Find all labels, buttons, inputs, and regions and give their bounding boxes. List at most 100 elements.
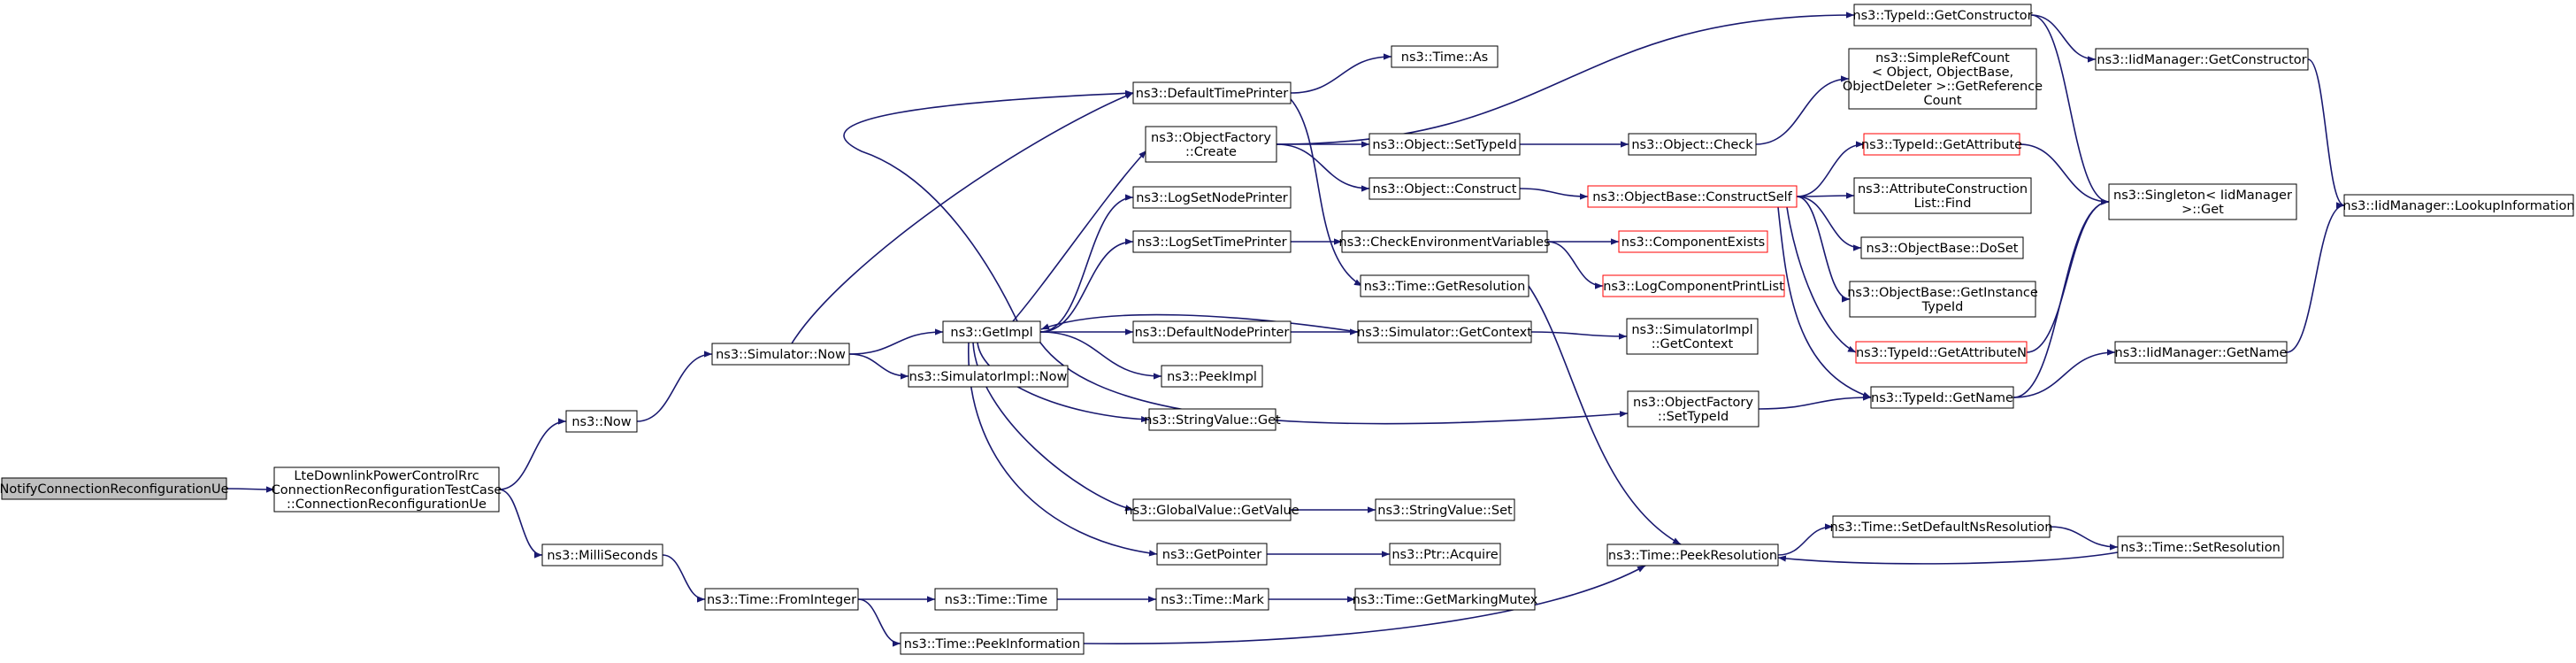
graph-node[interactable]: ns3::GlobalValue::GetValue: [1124, 498, 1300, 521]
call-edge: [1290, 98, 1363, 287]
call-edge: [1528, 285, 1682, 545]
graph-node[interactable]: ns3::LogSetNodePrinter: [1132, 186, 1292, 209]
node-label: ns3::SimulatorImpl::Now: [909, 370, 1068, 384]
node-label: ns3::Time::PeekResolution: [1608, 549, 1777, 563]
node-label: ns3::StringValue::Get: [1144, 413, 1281, 428]
graph-node[interactable]: ns3::SimulatorImpl::GetContext: [1626, 318, 1759, 355]
graph-node[interactable]: ns3::Time::Time: [934, 588, 1058, 611]
call-edge: [1796, 196, 1851, 303]
graph-node[interactable]: ns3::DefaultNodePrinter: [1132, 320, 1292, 343]
graph-node[interactable]: ns3::Time::SetResolution: [2117, 536, 2284, 559]
node-box: [900, 632, 1085, 655]
graph-node[interactable]: ns3::Singleton< IidManager >::Get: [2108, 183, 2297, 220]
graph-node[interactable]: ns3::IidManager::GetConstructor: [2095, 48, 2309, 71]
graph-node[interactable]: ns3::TypeId::GetName: [1870, 386, 2014, 409]
graph-node[interactable]: ns3::Simulator::Now: [711, 343, 850, 366]
call-edge: [1796, 192, 1855, 199]
node-label: ns3::MilliSeconds: [547, 549, 657, 563]
graph-node[interactable]: ns3::MilliSeconds: [541, 544, 663, 567]
graph-node[interactable]: ns3::ComponentExists: [1618, 230, 1768, 253]
node-label: ns3::Time::PeekInformation: [904, 637, 1080, 651]
call-edge: [848, 353, 909, 380]
node-label: ::ConnectionReconfigurationUe: [287, 497, 487, 512]
node-box: [1132, 498, 1292, 521]
node-box: [1860, 236, 2024, 259]
graph-node[interactable]: ns3::TypeId::GetAttribute: [1861, 133, 2022, 156]
node-label: ns3::Singleton< IidManager: [2113, 189, 2292, 203]
graph-node[interactable]: LteDownlinkPowerControlRrcConnectionReco…: [272, 466, 502, 513]
graph-node[interactable]: ns3::ObjectFactory::Create: [1145, 126, 1277, 163]
node-box: [908, 365, 1069, 388]
node-label: < Object, ObjectBase,: [1872, 66, 2013, 80]
node-label: ns3::PeekImpl: [1167, 370, 1257, 384]
node-box: [704, 588, 859, 611]
graph-node[interactable]: ns3::Time::GetResolution: [1360, 274, 1530, 297]
node-label: ns3::CheckEnvironmentVariables: [1338, 235, 1550, 250]
call-edge: [2049, 526, 2119, 551]
node-label: Count: [1923, 94, 1961, 108]
node-box: [1341, 230, 1548, 253]
graph-node[interactable]: ns3::Simulator::GetContext: [1357, 320, 1532, 343]
call-edge: [1786, 206, 1857, 353]
graph-node[interactable]: ns3::TypeId::GetAttributeN: [1855, 341, 2028, 364]
graph-node[interactable]: ns3::PeekImpl: [1161, 365, 1263, 388]
graph-node[interactable]: ns3::Time::PeekResolution: [1606, 544, 1779, 567]
node-label: ns3::ObjectBase::DoSet: [1867, 242, 2019, 256]
node-label: ns3::Object::Check: [1631, 138, 1753, 152]
graph-node[interactable]: ns3::Time::SetDefaultNsResolution: [1830, 515, 2053, 538]
graph-node[interactable]: ns3::Ptr::Acquire: [1389, 543, 1501, 566]
call-edge: [226, 486, 275, 493]
call-edge: [1039, 342, 1629, 425]
call-edge: [1777, 551, 2119, 565]
graph-node[interactable]: ns3::DefaultTimePrinter: [1132, 81, 1292, 104]
node-box: [1863, 133, 2020, 156]
node-label: ::GetContext: [1652, 337, 1734, 351]
graph-node[interactable]: ns3::Now: [565, 410, 638, 433]
graph-node[interactable]: ns3::Object::SetTypeId: [1368, 133, 1521, 156]
node-label: ns3::Time::As: [1401, 50, 1488, 65]
graph-node[interactable]: ns3::LogSetTimePrinter: [1132, 230, 1292, 253]
graph-node[interactable]: ns3::CheckEnvironmentVariables: [1338, 230, 1551, 253]
graph-node[interactable]: ns3::IidManager::GetName: [2114, 341, 2288, 364]
node-label: ns3::ObjectBase::ConstructSelf: [1592, 190, 1792, 204]
node-label: ns3::Time::SetDefaultNsResolution: [1830, 520, 2053, 535]
node-box: [565, 410, 638, 433]
graph-node[interactable]: ns3::IidManager::LookupInformation: [2342, 194, 2575, 217]
graph-node[interactable]: ns3::SimpleRefCount< Object, ObjectBase,…: [1843, 48, 2043, 110]
node-label: ns3::Time::FromInteger: [707, 593, 856, 607]
node-label: ns3::Ptr::Acquire: [1392, 548, 1498, 562]
call-edge: [1758, 394, 1872, 410]
call-edge: [1012, 150, 1147, 322]
node-box: [1161, 365, 1263, 388]
graph-node[interactable]: NotifyConnectionReconfigurationUe: [0, 477, 229, 500]
graph-node[interactable]: ns3::StringValue::Set: [1375, 498, 1515, 521]
graph-node[interactable]: ns3::ObjectBase::DoSet: [1860, 236, 2024, 259]
graph-node[interactable]: ns3::Time::As: [1391, 45, 1499, 68]
node-box: [1132, 186, 1292, 209]
graph-node[interactable]: ns3::SimulatorImpl::Now: [908, 365, 1069, 388]
graph-node[interactable]: ns3::Time::GetMarkingMutex: [1353, 588, 1538, 611]
graph-node[interactable]: ns3::GetImpl: [942, 320, 1041, 343]
graph-node[interactable]: ns3::ObjectFactory::SetTypeId: [1627, 390, 1760, 428]
node-label: ns3::LogSetTimePrinter: [1137, 235, 1286, 250]
node-label: ns3::SimpleRefCount: [1875, 51, 2010, 66]
graph-node[interactable]: ns3::Time::Mark: [1155, 588, 1269, 611]
call-edge: [1777, 206, 1872, 398]
graph-node[interactable]: ns3::Object::Check: [1628, 133, 1757, 156]
node-box: [1375, 498, 1515, 521]
node-label: ns3::TypeId::GetConstructor: [1852, 9, 2032, 23]
node-box: [1855, 341, 2028, 364]
call-edge: [636, 351, 713, 422]
node-box: [2095, 48, 2309, 71]
node-box: [1354, 588, 1536, 611]
graph-node[interactable]: ns3::Object::Construct: [1368, 177, 1521, 200]
graph-node[interactable]: ns3::ObjectBase::ConstructSelf: [1587, 185, 1798, 208]
graph-node[interactable]: ns3::Time::FromInteger: [704, 588, 859, 611]
graph-node[interactable]: ns3::StringValue::Get: [1144, 408, 1281, 431]
graph-node[interactable]: ns3::GetPointer: [1156, 543, 1268, 566]
graph-node[interactable]: ns3::Time::PeekInformation: [900, 632, 1085, 655]
graph-node[interactable]: ns3::TypeId::GetConstructor: [1852, 4, 2033, 27]
graph-node[interactable]: ns3::LogComponentPrintList: [1602, 274, 1785, 297]
